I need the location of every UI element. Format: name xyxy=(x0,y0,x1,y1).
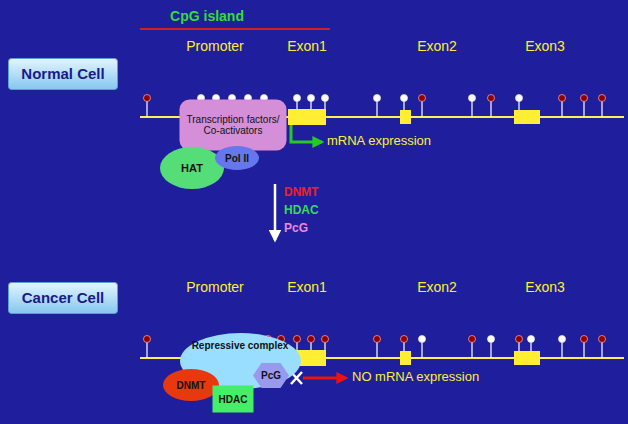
site-stick xyxy=(421,341,422,358)
node-text: Cancer Cell xyxy=(22,290,105,307)
feature-label: Exon1 xyxy=(287,280,327,295)
site-stick xyxy=(583,341,584,358)
unmethylated-site xyxy=(528,336,535,343)
node-text: HAT xyxy=(181,162,203,174)
unmethylated-site xyxy=(488,336,495,343)
feature-label: Exon2 xyxy=(417,39,457,54)
node-outline xyxy=(163,369,219,401)
node-text: DNMT xyxy=(177,380,206,391)
cell-state-label: Normal Cell xyxy=(8,58,118,90)
coactivator-box: Transcription factors/ Co-activators xyxy=(179,99,287,151)
unmethylated-site xyxy=(559,336,566,343)
site-stick xyxy=(376,341,377,358)
feature-label: Exon3 xyxy=(525,280,565,295)
methylated-site xyxy=(401,336,408,343)
hat-ellipse: HAT xyxy=(159,146,225,190)
site-stick xyxy=(490,341,491,358)
dnmt-ellipse: DNMT xyxy=(162,368,220,402)
expression-arrow xyxy=(291,125,322,142)
methylated-site xyxy=(516,336,523,343)
unmethylated-site xyxy=(294,95,301,102)
pcg-hexagon: PcG xyxy=(252,362,290,389)
exon-block xyxy=(400,351,411,365)
methylated-site xyxy=(559,95,566,102)
node-text: Transcription factors/ Co-activators xyxy=(179,114,287,136)
site-stick xyxy=(601,100,602,117)
exons xyxy=(288,109,540,366)
blocked-arrow xyxy=(303,377,346,380)
exon-block xyxy=(288,109,326,125)
unmethylated-site xyxy=(516,95,523,102)
node-outline xyxy=(253,363,289,388)
node-outline xyxy=(9,283,118,314)
region-title: CpG island xyxy=(170,9,244,24)
cpg-island-bar xyxy=(140,28,330,30)
site-stick xyxy=(583,100,584,117)
unmethylated-site xyxy=(374,95,381,102)
methylated-site xyxy=(144,95,151,102)
node-text: Repressive complex xyxy=(192,340,289,351)
node-text: PcG xyxy=(261,370,281,381)
feature-label: Exon2 xyxy=(417,280,457,295)
unmethylated-site xyxy=(322,95,329,102)
enzyme-name: HDAC xyxy=(284,204,319,217)
site-stick xyxy=(561,100,562,117)
site-stick xyxy=(146,100,147,117)
node-outline xyxy=(213,386,254,413)
node-text: Normal Cell xyxy=(21,66,104,83)
exon-block xyxy=(400,110,411,124)
feature-label: Promoter xyxy=(186,280,244,295)
node-outline xyxy=(215,146,259,170)
methylated-site xyxy=(581,95,588,102)
node-outline xyxy=(180,100,287,151)
methylated-site xyxy=(599,95,606,102)
unmethylated-site xyxy=(401,95,408,102)
methylated-site xyxy=(374,336,381,343)
methylated-site xyxy=(419,95,426,102)
methylated-site xyxy=(308,336,315,343)
site-stick xyxy=(146,341,147,358)
methylated-site xyxy=(294,336,301,343)
cpg-sites xyxy=(144,95,606,359)
node-text: HDAC xyxy=(219,394,248,405)
methylated-site xyxy=(144,336,151,343)
site-stick xyxy=(561,341,562,358)
feature-label: mRNA expression xyxy=(327,134,431,148)
feature-label: NO mRNA expression xyxy=(352,370,479,384)
exon-block xyxy=(514,110,540,124)
polymerase-ellipse: Pol II xyxy=(214,145,260,171)
methylated-site xyxy=(488,95,495,102)
cell-state-label: Cancer Cell xyxy=(8,282,118,314)
feature-label: Exon3 xyxy=(525,39,565,54)
site-stick xyxy=(421,100,422,117)
transition-arrow xyxy=(274,184,277,240)
site-stick xyxy=(376,100,377,117)
enzyme-name: DNMT xyxy=(284,186,319,199)
methylated-site xyxy=(322,336,329,343)
node-outline xyxy=(160,147,224,189)
exon-block xyxy=(514,351,540,365)
methylated-site xyxy=(469,336,476,343)
feature-label: Promoter xyxy=(186,39,244,54)
site-stick xyxy=(471,341,472,358)
site-stick xyxy=(490,100,491,117)
node-outline xyxy=(9,59,118,90)
node-text: Pol II xyxy=(225,153,249,164)
methylated-site xyxy=(581,336,588,343)
feature-label: Exon1 xyxy=(287,39,327,54)
site-stick xyxy=(601,341,602,358)
enzyme-name: PcG xyxy=(284,222,308,235)
unmethylated-site xyxy=(419,336,426,343)
site-stick xyxy=(471,100,472,117)
hdac-box: HDAC xyxy=(212,385,254,413)
unmethylated-site xyxy=(308,95,315,102)
methylated-site xyxy=(599,336,606,343)
unmethylated-site xyxy=(469,95,476,102)
